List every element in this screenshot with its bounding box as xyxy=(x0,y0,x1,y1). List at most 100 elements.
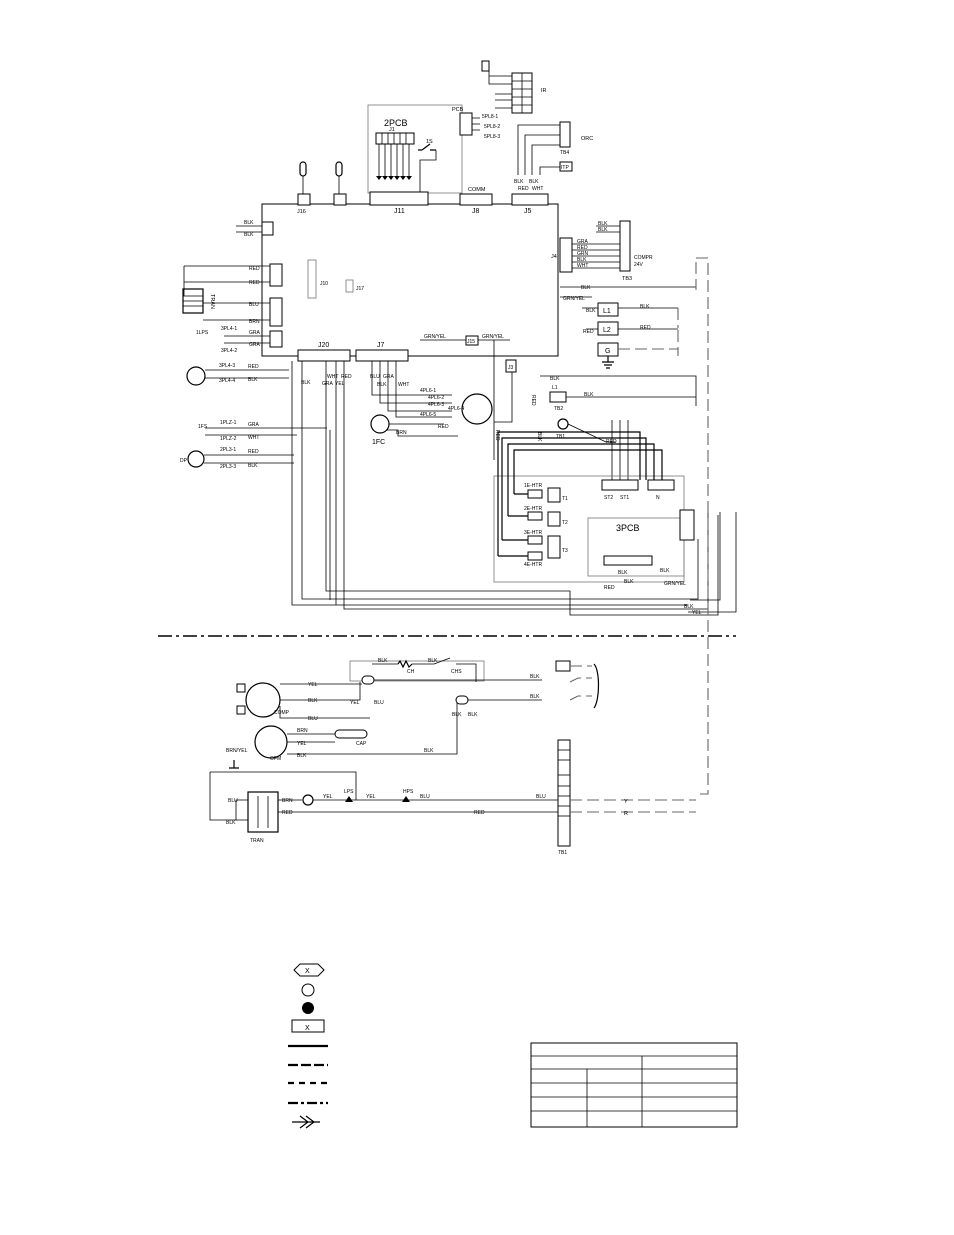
transformer-lower-label: TRAN xyxy=(250,838,264,844)
comp-term-1 xyxy=(236,683,246,693)
plug-5pl8-1-label: 5PL8-1 xyxy=(482,114,498,120)
terminal-l1 xyxy=(597,302,619,317)
wire-gra1: GRA xyxy=(249,330,261,336)
tb1-bottom-label: TB1 xyxy=(558,850,567,856)
switch-1s-wire xyxy=(419,150,437,193)
orc-label: ORC xyxy=(581,136,593,142)
compr-label: COMPR xyxy=(634,255,653,261)
j5-wire-red: RED xyxy=(518,186,529,192)
plug-4pl6-3: 4PL6-3 xyxy=(428,402,444,408)
terminal-l2 xyxy=(597,321,619,336)
lps-coil-label: 1LPS xyxy=(196,330,209,336)
header-j11-label: J11 xyxy=(394,208,405,215)
cap-label: CAP xyxy=(356,741,367,747)
ir-label: IR xyxy=(541,88,547,94)
fc-wire-brn: BRN xyxy=(396,430,407,436)
j20-wire-gra: GRA xyxy=(322,381,334,387)
legend-terminal-x: X xyxy=(305,1025,310,1032)
plug-4pl6-1: 4PL6-1 xyxy=(420,388,436,394)
pressure-device xyxy=(302,794,314,806)
plug-arrows xyxy=(376,176,412,180)
pcb3-wire-grnyel: GRN/YEL xyxy=(664,581,686,587)
comp-wire-blu: BLU xyxy=(308,716,318,722)
ofm-wire-yel: YEL xyxy=(297,741,307,747)
header-j5 xyxy=(511,193,549,206)
plug-3pl4-2: 3PL4-2 xyxy=(221,348,237,354)
heater-3-label: 3E-HTR xyxy=(524,530,542,536)
switch-label-1s: 1S xyxy=(426,139,433,145)
blu-brn-wires xyxy=(203,302,270,321)
contactor-c xyxy=(361,675,375,685)
j7-wire-blk: BLK xyxy=(377,382,387,388)
j1-to-j11-wires xyxy=(378,144,410,178)
header-j10-label: J10 xyxy=(320,281,328,287)
gra-wires xyxy=(224,335,270,344)
legend-plug-x: X xyxy=(305,968,310,975)
dp-wire-red: RED xyxy=(248,449,259,455)
fs-label: 1FS xyxy=(198,424,208,430)
heater-4-label: 4E-HTR xyxy=(524,562,542,568)
fan-motor-wires xyxy=(371,361,452,418)
header-j16-label: J16 xyxy=(297,209,306,215)
heater-assembly xyxy=(493,475,685,583)
motor-wire-blk: BLK xyxy=(248,377,258,383)
tran-wire-red1: RED xyxy=(249,266,260,272)
board-label-3pcb: 3PCB xyxy=(616,523,640,533)
header-j8 xyxy=(459,193,493,206)
terminal-tb1-top xyxy=(557,418,569,430)
heater-2 xyxy=(527,511,543,521)
chain-wire-blu: BLU xyxy=(420,794,430,800)
heater-2-label: 2E-HTR xyxy=(524,506,542,512)
transformer-lower-wires xyxy=(209,771,558,821)
tb1-rows xyxy=(558,749,570,817)
wire-blu: BLU xyxy=(249,302,259,308)
pump-dp xyxy=(187,450,205,468)
return-wires xyxy=(291,340,737,616)
crankcase-heater xyxy=(397,659,413,669)
tran-low-red: RED xyxy=(282,810,293,816)
power-wire-blk: BLK xyxy=(581,285,591,291)
heater-3 xyxy=(527,535,543,545)
comp-wires xyxy=(279,682,370,719)
j15-wire-grnyel2: GRN/YEL xyxy=(482,334,504,340)
tb-wires xyxy=(540,375,697,406)
dp-label: DP xyxy=(180,458,188,464)
pcb3-wire-red: RED xyxy=(604,585,615,591)
j7-wire-blu: BLU xyxy=(370,374,380,380)
pcb3-wire-blk3: BLK xyxy=(660,568,670,574)
outdoor-fan-motor xyxy=(254,725,288,759)
j4-wires xyxy=(572,225,620,269)
field-wire-y: Y xyxy=(624,799,628,805)
tb1-red-label: RED xyxy=(606,439,617,445)
j20-wire-blk: BLK xyxy=(301,380,311,386)
header-j1 xyxy=(375,132,415,145)
ch-wire-blk: BLK xyxy=(378,658,388,664)
legend-terminal-box xyxy=(291,1019,325,1033)
return-wire-blk: BLK xyxy=(684,604,694,610)
tran-low-brn: BRN xyxy=(282,798,293,804)
comp-term-2 xyxy=(236,705,246,715)
plug-3pl4-1: 3PL4-1 xyxy=(221,326,237,332)
itp-label: ITP xyxy=(561,165,569,171)
pcb-sub-outline xyxy=(367,104,463,194)
terminal-t3-label: T3 xyxy=(562,548,568,554)
plug-1plz-1: 1PLZ-1 xyxy=(220,420,237,426)
plug-4pl6-5: 4PL6-5 xyxy=(420,412,436,418)
j15-wire-grnyel1: GRN/YEL xyxy=(424,334,446,340)
contactor-c2 xyxy=(455,695,469,705)
pcb3-wire-blk: BLK xyxy=(618,570,628,576)
fs-wires xyxy=(205,427,327,436)
thermistor-2 xyxy=(335,161,343,177)
hps-switch-icon xyxy=(402,796,410,802)
header-j1-label: J1 xyxy=(389,127,395,133)
plug-5pl8-wires xyxy=(472,117,480,131)
header-j20-label: J20 xyxy=(318,342,329,349)
j4-wire-red: RED xyxy=(577,245,588,251)
l1-out-blk: BLK xyxy=(640,304,650,310)
tran-low-blu: BLU xyxy=(228,798,238,804)
fc-label: 1FC xyxy=(372,439,385,446)
header-blu-brn xyxy=(269,297,283,327)
lps-switch-icon xyxy=(345,796,353,802)
j6-wires xyxy=(236,225,262,233)
transformer-coil xyxy=(183,295,203,307)
